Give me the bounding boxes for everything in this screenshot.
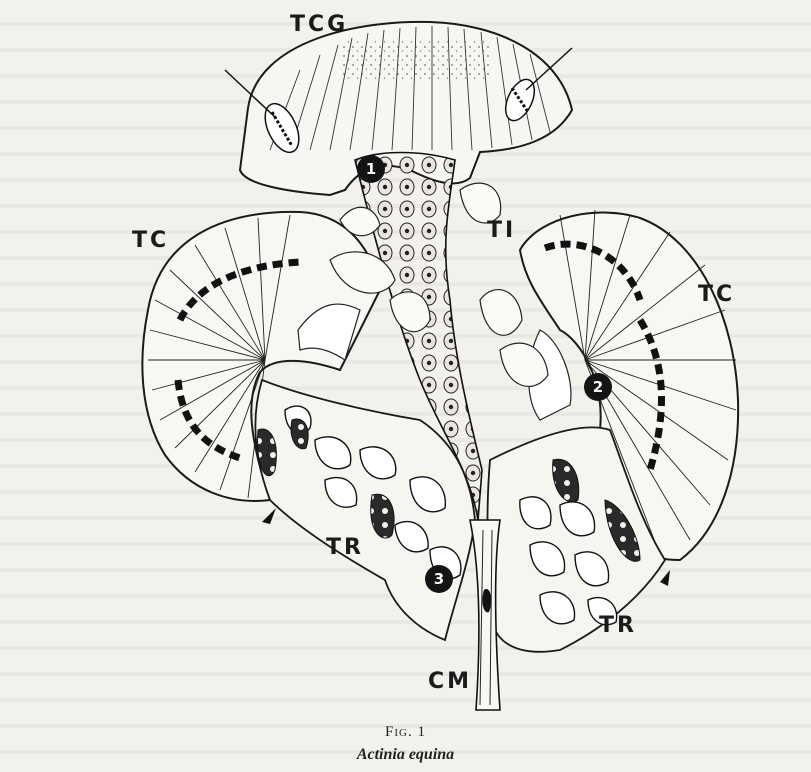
label-tc-left: TC [132, 228, 169, 253]
arrowhead-right [660, 570, 670, 586]
label-ti: TI [487, 218, 516, 243]
label-cm: CM [428, 669, 472, 694]
label-tcg: TCG [290, 12, 348, 37]
marker-3: 3 [425, 565, 453, 593]
label-tc-right: TC [698, 282, 735, 307]
marker-1: 1 [357, 155, 385, 183]
figure-label: Fig. 1 [0, 724, 811, 741]
label-tr-right: TR [599, 613, 637, 638]
figure-species: Actinia equina [0, 746, 811, 764]
label-tr-left: TR [326, 535, 364, 560]
marker-2: 2 [584, 373, 612, 401]
cm-stalk [470, 520, 500, 710]
arrowhead-left [262, 508, 276, 524]
